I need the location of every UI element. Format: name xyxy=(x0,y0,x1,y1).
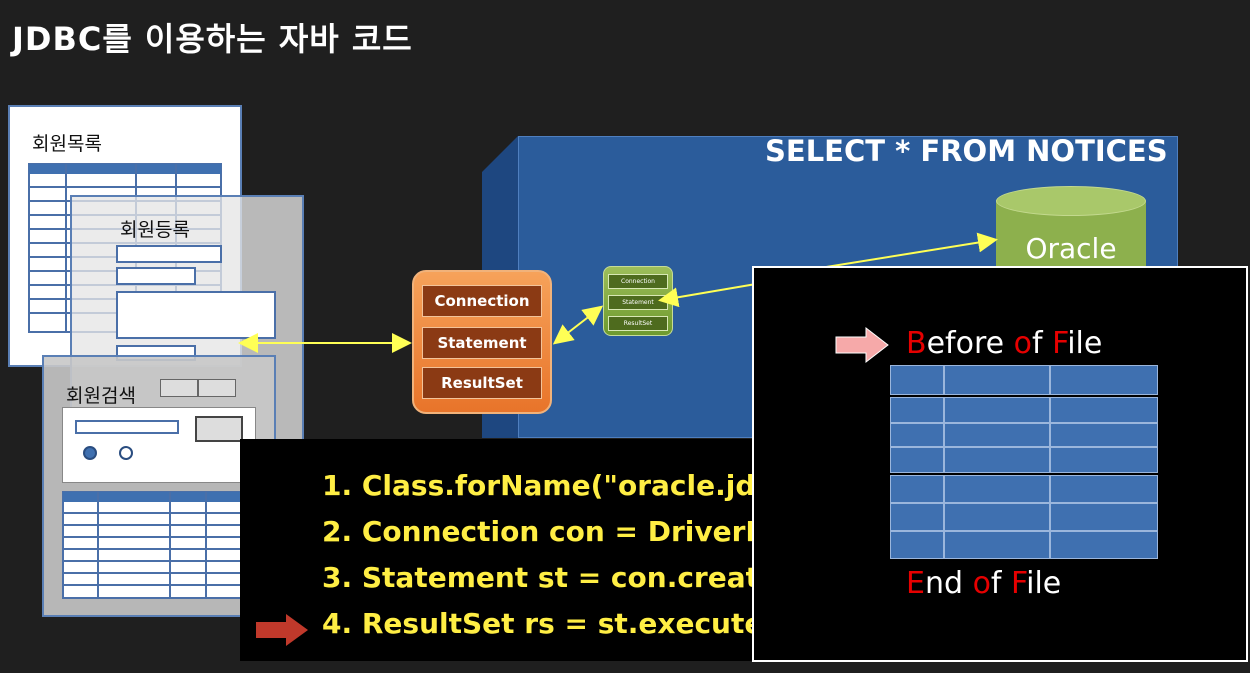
search-mini-button-1[interactable] xyxy=(160,379,198,397)
code-line-4: 4. ResultSet rs = st.executeQ xyxy=(322,607,788,640)
oracle-cylinder-top xyxy=(996,186,1146,216)
radio-unselected[interactable] xyxy=(119,446,133,460)
cursor-to-driver-arrow xyxy=(658,283,757,308)
current-line-arrow-icon xyxy=(256,614,308,646)
page-title: JDBC를 이용하는 자바 코드 xyxy=(12,20,413,58)
to-oracle-arrow xyxy=(819,232,998,269)
jdbc-to-driver-arrow xyxy=(552,305,604,345)
code-panel xyxy=(240,439,760,661)
code-line-2: 2. Connection con = DriverM xyxy=(322,515,774,548)
cursor-pointer-arrow-icon xyxy=(835,326,889,364)
resultset-object: ResultSet xyxy=(422,367,542,399)
member-register-label: 회원등록 xyxy=(120,219,190,241)
connection-object: Connection xyxy=(422,285,542,317)
search-panel xyxy=(62,407,256,483)
statement-object: Statement xyxy=(422,327,542,359)
resultset-table xyxy=(890,365,1158,559)
code-line-3: 3. Statement st = con.create xyxy=(322,561,778,594)
member-list-label: 회원목록 xyxy=(32,133,102,155)
before-of-file-label: Before of File xyxy=(906,326,1103,361)
search-mini-button-2[interactable] xyxy=(198,379,236,397)
end-of-file-label: End of File xyxy=(906,566,1062,601)
search-result-table xyxy=(62,491,256,599)
sql-query: SELECT * FROM NOTICES xyxy=(765,134,1168,168)
register-field-2[interactable] xyxy=(116,267,196,285)
search-input[interactable] xyxy=(75,420,179,434)
code-line-1: 1. Class.forName("oracle.jdb xyxy=(322,469,776,502)
resultset-cursor-panel: Before of File End of File xyxy=(752,266,1248,662)
radio-selected[interactable] xyxy=(83,446,97,460)
member-search-label: 회원검색 xyxy=(66,385,136,407)
register-field-1[interactable] xyxy=(116,245,222,263)
member-search-window: 회원검색 xyxy=(42,355,276,617)
oracle-label: Oracle xyxy=(1025,232,1117,265)
register-textarea[interactable] xyxy=(116,291,276,339)
mini-connection: Connection xyxy=(608,274,668,289)
search-button[interactable] xyxy=(195,416,243,442)
mini-resultset: ResultSet xyxy=(608,316,668,331)
